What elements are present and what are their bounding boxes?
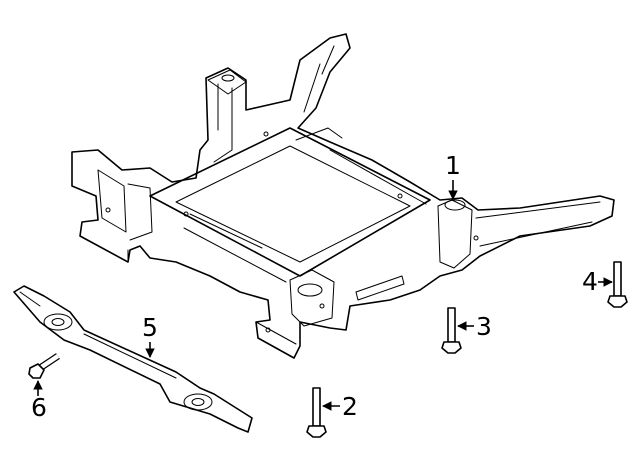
bolt-4 [607,261,628,308]
callout-1: 1 [445,151,461,200]
callout-1-number: 1 [445,151,461,180]
subframe-part [71,33,615,359]
bolt-3 [441,307,462,354]
callout-4: 4 [582,267,613,296]
callout-6-number: 6 [31,393,47,422]
callout-5: 5 [142,313,158,358]
callout-2: 2 [322,392,358,421]
callout-4-number: 4 [582,267,598,296]
callout-5-number: 5 [142,313,158,342]
callout-6: 6 [31,380,47,422]
bolt-6 [28,353,60,379]
bolt-2 [306,387,327,438]
callout-3-number: 3 [476,312,492,341]
callout-2-number: 2 [342,392,358,421]
callout-3: 3 [457,312,492,341]
brace-part [13,285,253,433]
